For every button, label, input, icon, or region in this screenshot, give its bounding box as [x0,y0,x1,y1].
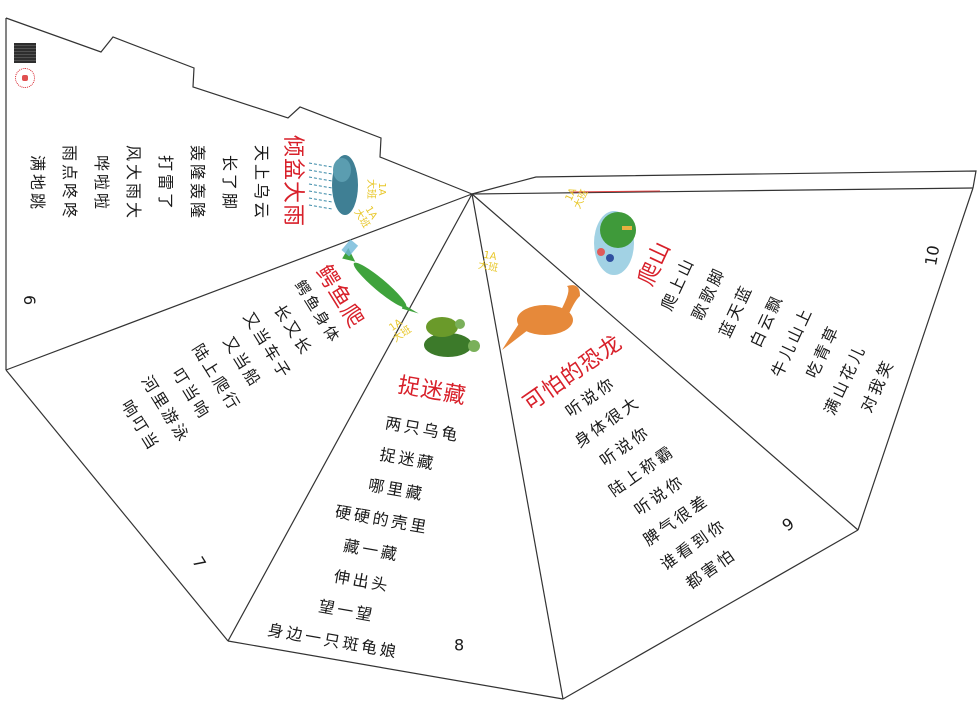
two-turtles-icon [424,317,480,357]
verse-line: 打雷了 [156,155,175,213]
qr-code-icon [14,43,36,63]
page-number: 8 [454,635,465,655]
rain-cloud-icon [308,155,358,215]
verse-line: 长了脚 [220,155,239,213]
verse-line: 天上乌云 [252,145,271,222]
verse-line: 哗啦啦 [92,155,111,213]
page-number-10: 10 [921,243,944,268]
children-climbing-tree-icon [594,211,636,275]
page-number: 6 [20,295,39,306]
verse-line: 满地跳 [28,155,47,213]
panel-title: 倾盆大雨 [280,135,305,228]
verse-line: 风大雨大 [124,145,143,222]
orange-dinosaur-icon [502,285,580,350]
crocodile-icon [341,239,419,314]
verse-line: 轰隆轰隆 [188,145,207,222]
school-seal-icon [15,68,35,88]
verse-line: 雨点咚咚 [60,145,79,222]
